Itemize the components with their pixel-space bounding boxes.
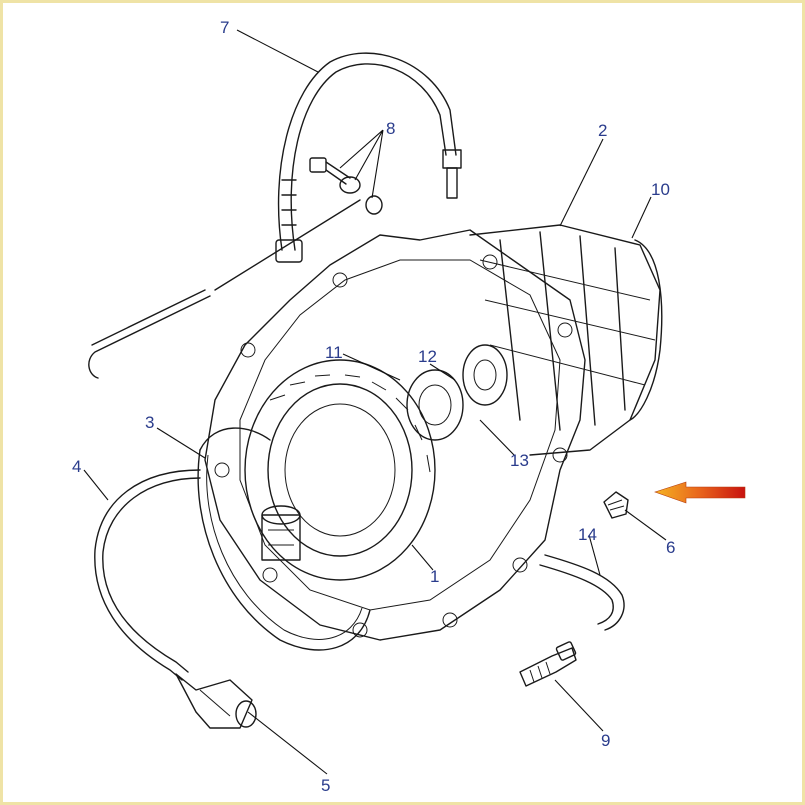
part-5-vent-connector bbox=[175, 673, 257, 729]
callout-7: 7 bbox=[220, 18, 229, 37]
callout-14: 14 bbox=[578, 525, 597, 544]
part-2-bell-housing bbox=[469, 224, 663, 456]
part-7-hose bbox=[275, 52, 462, 263]
callout-3: 3 bbox=[145, 413, 154, 432]
callout-11: 11 bbox=[325, 343, 343, 362]
part-4-breather-hose bbox=[94, 469, 201, 681]
part-3-gasket bbox=[197, 427, 371, 651]
part-8-banjo-bolt bbox=[309, 157, 383, 215]
callout-10: 10 bbox=[651, 180, 670, 199]
callout-12: 12 bbox=[418, 347, 437, 366]
callout-6: 6 bbox=[666, 538, 675, 557]
part-14-pipe bbox=[539, 554, 625, 631]
callout-13: 13 bbox=[510, 451, 529, 470]
callout-5: 5 bbox=[321, 776, 330, 795]
leader-lines bbox=[83, 29, 667, 775]
callout-labels: 1 2 3 4 5 6 7 8 9 10 11 12 13 14 bbox=[72, 18, 675, 795]
highlight-arrow bbox=[654, 481, 746, 504]
callout-9: 9 bbox=[601, 731, 610, 750]
dipstick-tube bbox=[88, 199, 361, 379]
part-6-drain-plug bbox=[603, 491, 629, 519]
internal-gear-assembly bbox=[244, 344, 508, 581]
callout-4: 4 bbox=[72, 457, 81, 476]
part-9-bolt bbox=[519, 641, 577, 687]
callout-8: 8 bbox=[386, 119, 395, 138]
callout-1: 1 bbox=[430, 567, 439, 586]
callout-2: 2 bbox=[598, 121, 607, 140]
part-1-transmission-case bbox=[204, 229, 586, 641]
